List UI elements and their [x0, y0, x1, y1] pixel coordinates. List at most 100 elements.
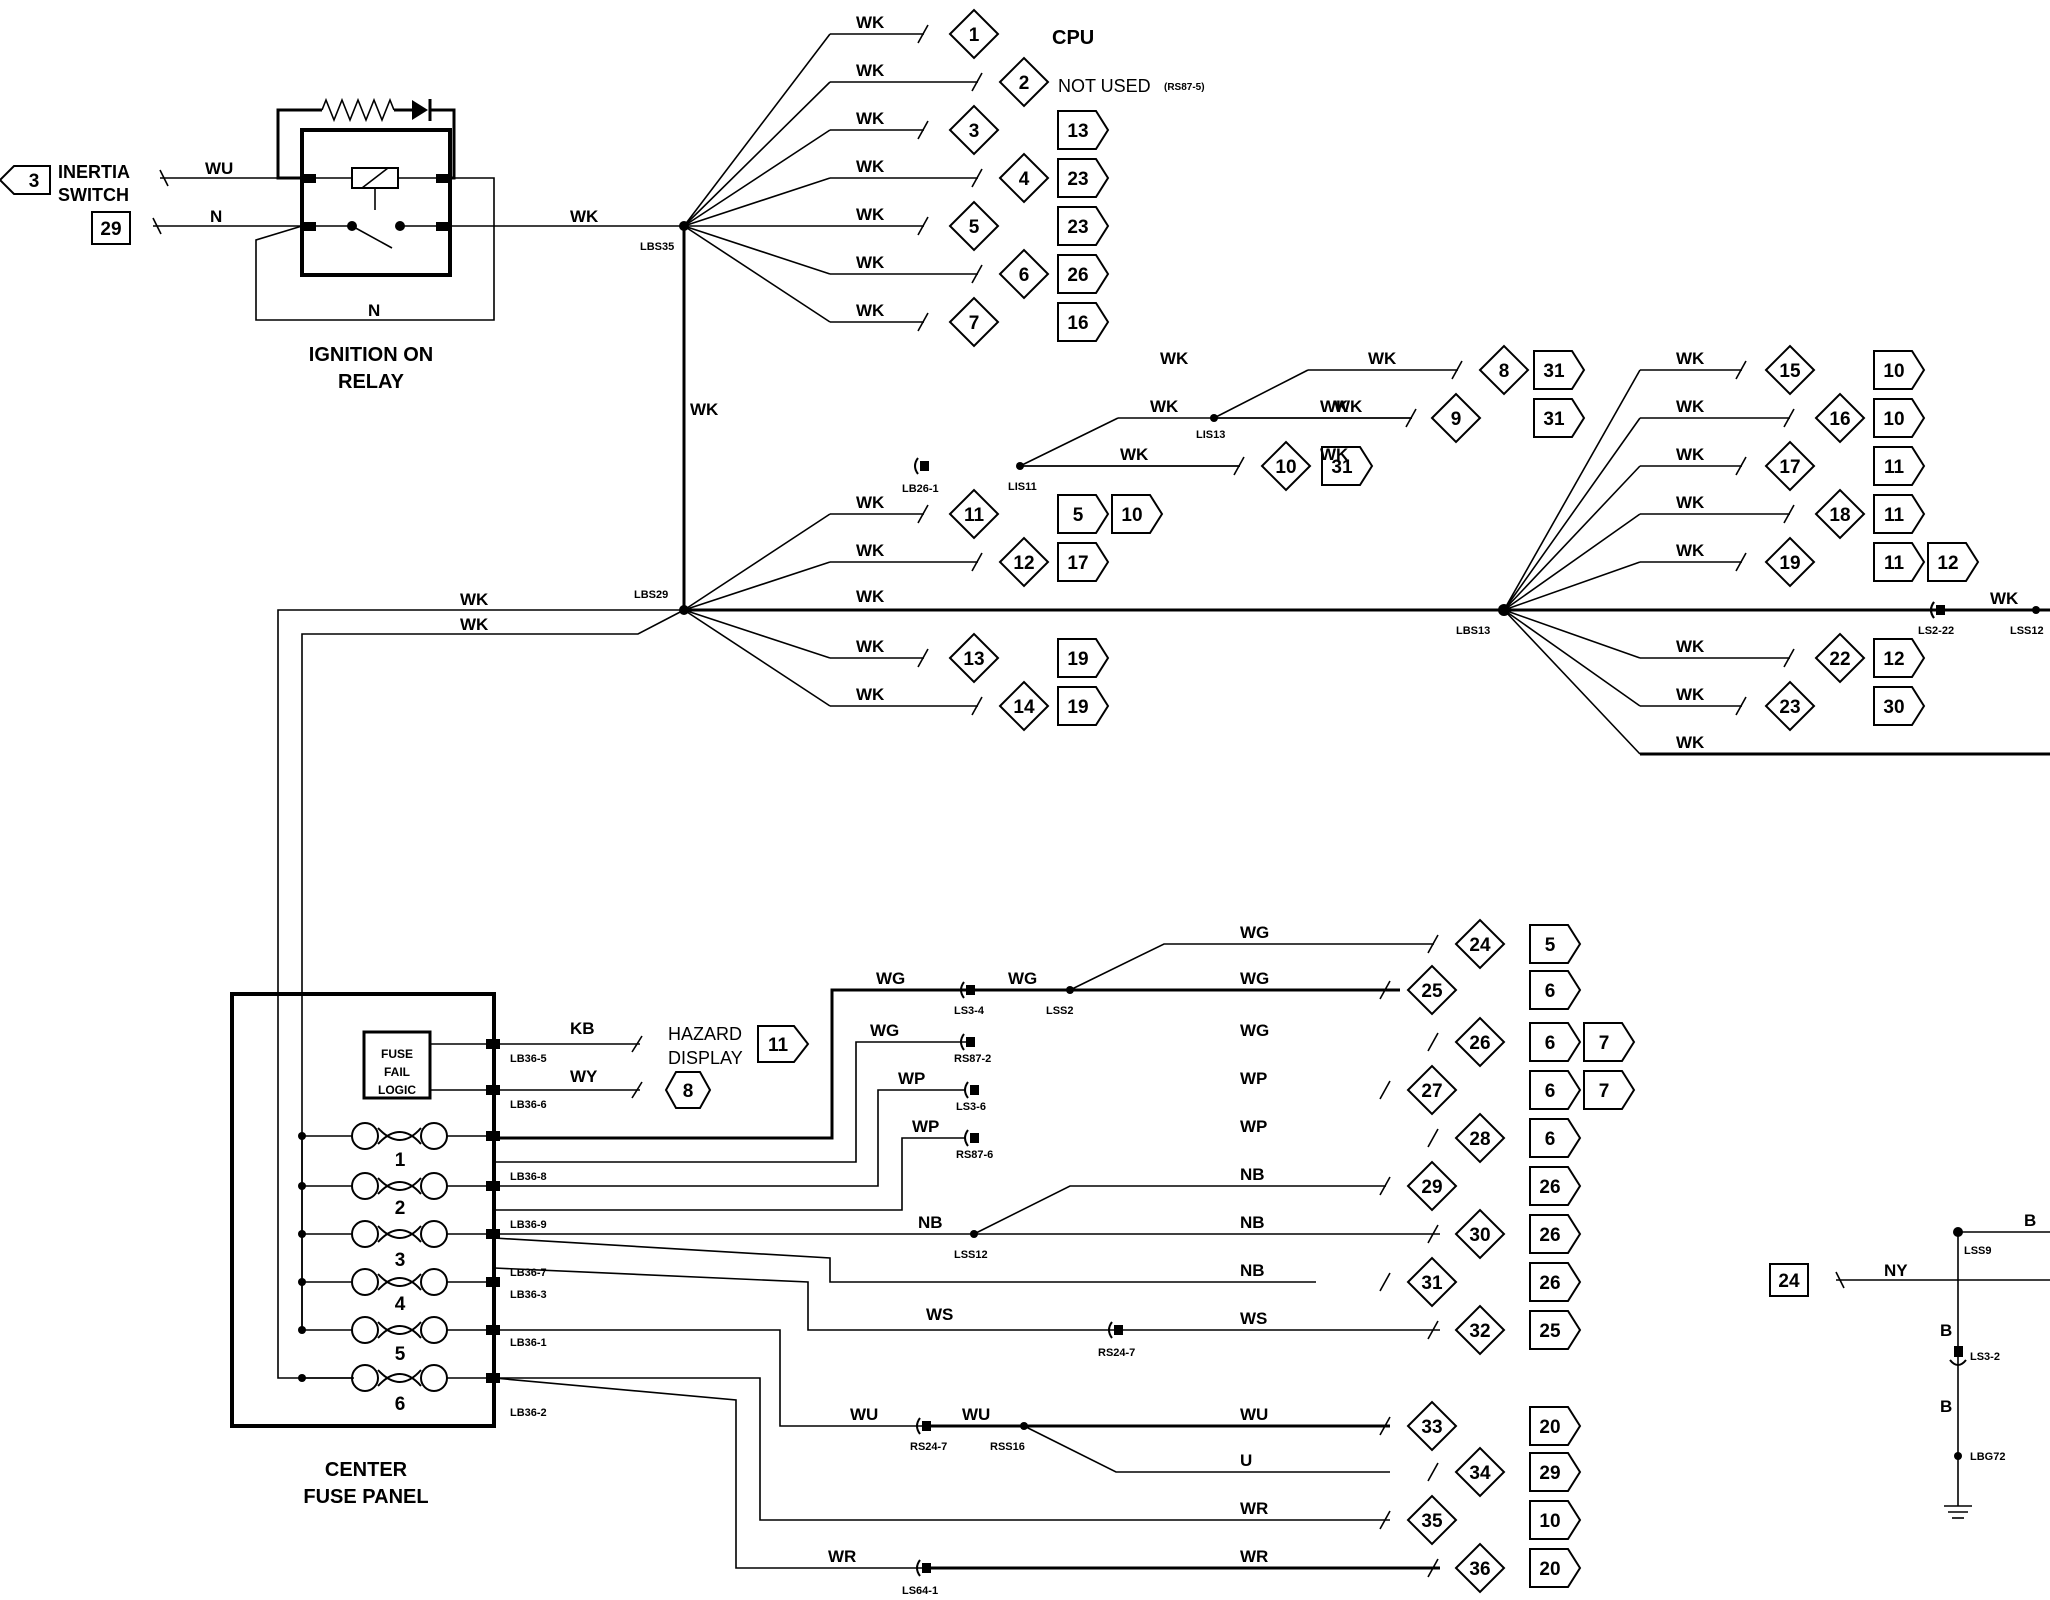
connector-reference[interactable] [1430, 392, 1482, 444]
page-reference[interactable] [1583, 1022, 1636, 1062]
connector-ref-number: 1 [969, 25, 980, 46]
connector-reference[interactable] [998, 248, 1050, 300]
connector-reference[interactable] [948, 8, 1000, 60]
page-reference[interactable] [1057, 110, 1110, 150]
connector-reference[interactable] [1406, 1160, 1458, 1212]
connector-reference[interactable] [1406, 1400, 1458, 1452]
page-reference[interactable] [1873, 638, 1926, 678]
fuse-3: 3 [298, 1220, 500, 1271]
connector-reference[interactable] [998, 680, 1050, 732]
page-reference[interactable] [1529, 1022, 1582, 1062]
page-reference[interactable] [1057, 158, 1110, 198]
connector-reference[interactable] [998, 56, 1050, 108]
connector-reference[interactable] [1454, 1304, 1506, 1356]
page-reference[interactable] [1873, 542, 1926, 582]
connector-reference[interactable] [664, 1071, 712, 1109]
connector-reference[interactable] [0, 165, 51, 195]
connector-reference[interactable] [1406, 1256, 1458, 1308]
page-reference[interactable] [1873, 446, 1926, 486]
connector-reference[interactable] [1454, 918, 1506, 970]
wiring-routes [493, 369, 2050, 1570]
splice-label: LIS11 [1008, 481, 1037, 493]
ground-circuit: B NY 24 LSS9 B LS3-2 B LBG72 [1769, 1211, 2050, 1519]
page-reference[interactable] [1321, 446, 1374, 486]
connector-reference[interactable] [948, 632, 1000, 684]
page-reference[interactable] [1873, 398, 1926, 438]
connector-reference[interactable] [1814, 392, 1866, 444]
page-reference[interactable] [1533, 398, 1586, 438]
connector-ref-number: 27 [1421, 1081, 1442, 1102]
splice-label: RS87-6 [956, 1149, 993, 1161]
page-reference[interactable] [1769, 1263, 1809, 1297]
connector-reference[interactable] [998, 152, 1050, 204]
page-reference[interactable] [91, 211, 131, 245]
hazard-display-label: DISPLAY [668, 1048, 743, 1068]
connector-reference[interactable] [948, 488, 1000, 540]
page-reference[interactable] [1057, 542, 1110, 582]
connector-reference[interactable] [1814, 488, 1866, 540]
fuse-1: 1 [298, 1122, 500, 1171]
connector-reference[interactable] [1764, 536, 1816, 588]
splice-label: LS3-6 [956, 1101, 986, 1113]
page-reference[interactable] [1057, 638, 1110, 678]
page-reference[interactable] [1529, 1406, 1582, 1446]
connector-reference[interactable] [1478, 344, 1530, 396]
connector-ref-number: 19 [1779, 553, 1800, 574]
connector-reference[interactable] [1406, 1494, 1458, 1546]
page-reference[interactable] [757, 1025, 810, 1063]
connector-reference[interactable] [948, 296, 1000, 348]
page-reference[interactable] [1057, 254, 1110, 294]
connector-reference[interactable] [1814, 632, 1866, 684]
page-reference[interactable] [1111, 494, 1164, 534]
page-reference[interactable] [1529, 1500, 1582, 1540]
page-reference[interactable] [1873, 686, 1926, 726]
page-reference[interactable] [1057, 494, 1110, 534]
page-reference[interactable] [1057, 302, 1110, 342]
connector-reference[interactable] [1764, 440, 1816, 492]
connector-reference[interactable] [1454, 1446, 1506, 1498]
page-reference[interactable] [1529, 1548, 1582, 1588]
page-reference[interactable] [1529, 1310, 1582, 1350]
connector-reference[interactable] [1764, 344, 1816, 396]
connector-reference[interactable] [1406, 964, 1458, 1016]
connector-reference[interactable] [948, 104, 1000, 156]
svg-text:B: B [1940, 1321, 1952, 1340]
page-reference[interactable] [1927, 542, 1980, 582]
connector-reference[interactable] [998, 536, 1050, 588]
page-reference[interactable] [1529, 924, 1582, 964]
page-reference[interactable] [1529, 1118, 1582, 1158]
connector-reference[interactable] [1406, 1064, 1458, 1116]
fuse-number: 1 [395, 1150, 406, 1171]
page-reference[interactable] [1529, 1452, 1582, 1492]
connector-reference[interactable] [1454, 1112, 1506, 1164]
connector-reference[interactable] [1454, 1016, 1506, 1068]
wire-label: WK [856, 205, 885, 224]
page-reference[interactable] [1057, 206, 1110, 246]
page-reference[interactable] [1533, 350, 1586, 390]
page-reference[interactable] [1529, 1070, 1582, 1110]
main-trunk: WK WK WK [277, 221, 1510, 1379]
page-reference[interactable] [1583, 1070, 1636, 1110]
page-reference[interactable] [1873, 350, 1926, 390]
connector-reference[interactable] [1260, 440, 1312, 492]
connector-reference[interactable] [948, 200, 1000, 252]
page-reference[interactable] [1873, 494, 1926, 534]
connector-reference[interactable] [1454, 1208, 1506, 1260]
page-reference[interactable] [1529, 1214, 1582, 1254]
wire-label: WK [1676, 685, 1705, 704]
connector-reference[interactable] [1764, 680, 1816, 732]
wire-label: WU [850, 1405, 878, 1424]
connector-ref-number: 3 [29, 171, 40, 192]
connector-ref-number: 9 [1451, 409, 1462, 430]
page-reference[interactable] [1057, 686, 1110, 726]
page-reference[interactable] [1529, 970, 1582, 1010]
connector-reference[interactable] [1454, 1542, 1506, 1594]
page-reference[interactable] [1529, 1262, 1582, 1302]
relay-title: RELAY [338, 371, 405, 393]
page-reference[interactable] [1529, 1166, 1582, 1206]
